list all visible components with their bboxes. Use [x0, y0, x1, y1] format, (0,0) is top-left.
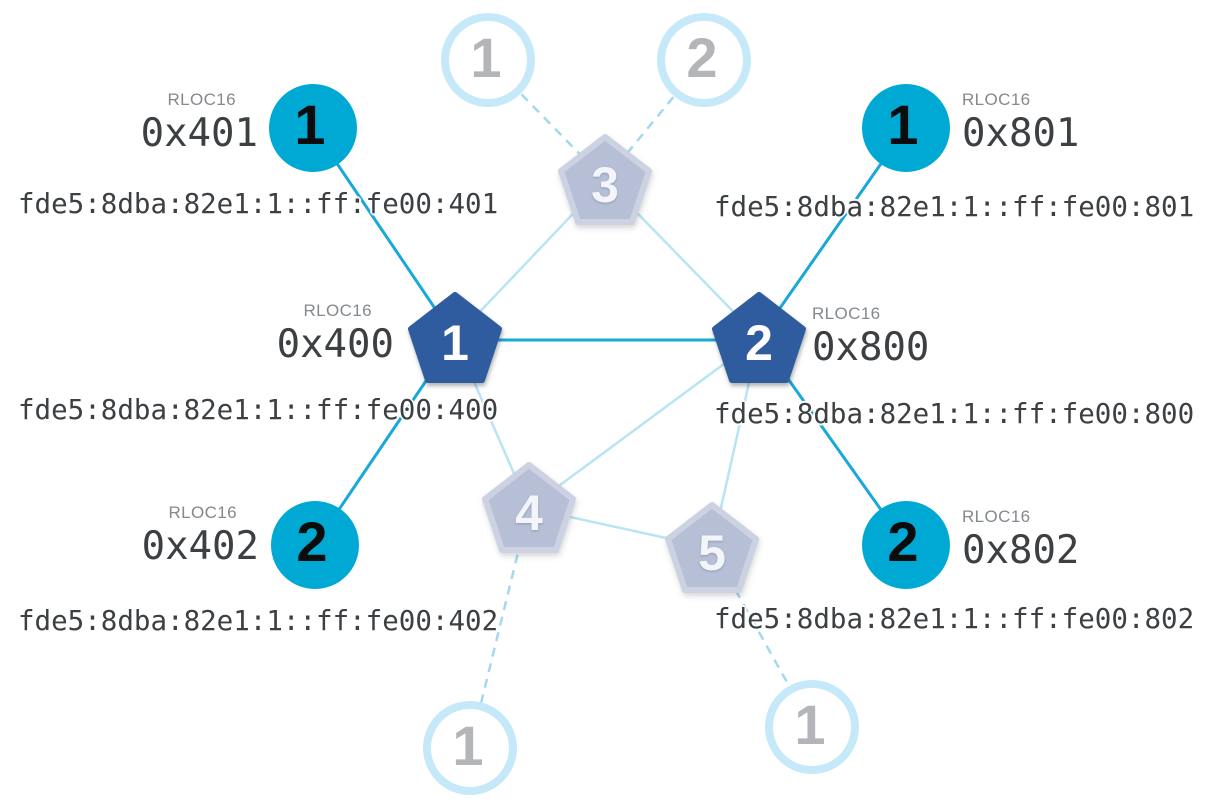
link-fadedchild1-router3 [487, 59, 606, 181]
router-400-ipv6: fde5:8dba:82e1:1::ff:fe00:400 [18, 394, 499, 426]
node-number: 1 [294, 92, 326, 156]
child-401-rloc16: 0x401 [140, 111, 258, 156]
node-child-401[interactable]: 1 [269, 84, 357, 172]
child-802-rloc-group: RLOC16 0x802 [962, 507, 1079, 575]
rloc16-label: RLOC16 [812, 304, 881, 323]
child-801-rloc-group: RLOC16 0x801 [962, 90, 1079, 158]
child-402-ipv6: fde5:8dba:82e1:1::ff:fe00:402 [18, 605, 499, 637]
child-402-rloc-group: RLOC16 0x402 [142, 503, 259, 571]
node-number: 4 [515, 485, 543, 541]
router-800-rloc-group: RLOC16 0x800 [812, 304, 929, 372]
node-number: 3 [591, 157, 619, 213]
pentagon-icon [408, 292, 502, 383]
node-child-802[interactable]: 2 [862, 501, 950, 589]
pentagon-icon [482, 462, 576, 553]
link-router2-router4 [528, 336, 760, 510]
child-402-rloc16: 0x402 [141, 524, 259, 569]
node-router-800[interactable]: 2 [711, 291, 807, 385]
rloc16-label: RLOC16 [168, 503, 237, 522]
node-router-4[interactable]: 4 [481, 461, 577, 555]
child-802-ipv6: fde5:8dba:82e1:1::ff:fe00:802 [714, 603, 1195, 635]
node-faded-child-bottom-right[interactable]: 1 [765, 680, 859, 774]
node-router-400[interactable]: 1 [407, 291, 503, 385]
rloc16-label: RLOC16 [303, 301, 372, 320]
router-400-rloc16: 0x400 [276, 322, 394, 367]
router-800-rloc16: 0x800 [812, 325, 930, 370]
node-number: 5 [698, 525, 726, 581]
rloc16-label: RLOC16 [167, 90, 236, 109]
node-router-5[interactable]: 5 [664, 501, 760, 595]
node-number: 2 [686, 25, 718, 89]
child-802-rloc16: 0x802 [962, 528, 1080, 573]
child-401-rloc-group: RLOC16 0x401 [141, 90, 258, 158]
child-801-rloc16: 0x801 [962, 111, 1080, 156]
node-number: 1 [887, 92, 919, 156]
node-number: 1 [452, 713, 484, 777]
node-child-402[interactable]: 2 [271, 501, 359, 589]
pentagon-icon [712, 292, 806, 383]
node-faded-child-bottom-left[interactable]: 1 [423, 701, 517, 795]
child-401-ipv6: fde5:8dba:82e1:1::ff:fe00:401 [18, 188, 499, 220]
node-faded-child-top-1[interactable]: 1 [441, 13, 535, 107]
pentagon-icon [665, 502, 759, 593]
pentagon-icon [558, 134, 652, 225]
node-number: 1 [794, 692, 826, 756]
node-number: 2 [887, 509, 919, 573]
node-number: 1 [441, 315, 469, 371]
router-400-rloc-group: RLOC16 0x400 [277, 301, 394, 369]
node-faded-child-top-2[interactable]: 2 [657, 13, 751, 107]
child-801-ipv6: fde5:8dba:82e1:1::ff:fe00:801 [714, 191, 1195, 223]
node-number: 2 [296, 509, 328, 573]
node-number: 1 [470, 25, 502, 89]
rloc16-label: RLOC16 [962, 90, 1031, 109]
node-router-3[interactable]: 3 [557, 133, 653, 227]
router-800-ipv6: fde5:8dba:82e1:1::ff:fe00:800 [714, 398, 1195, 430]
rloc16-label: RLOC16 [962, 507, 1031, 526]
node-child-801[interactable]: 1 [862, 84, 950, 172]
node-number: 2 [745, 315, 773, 371]
